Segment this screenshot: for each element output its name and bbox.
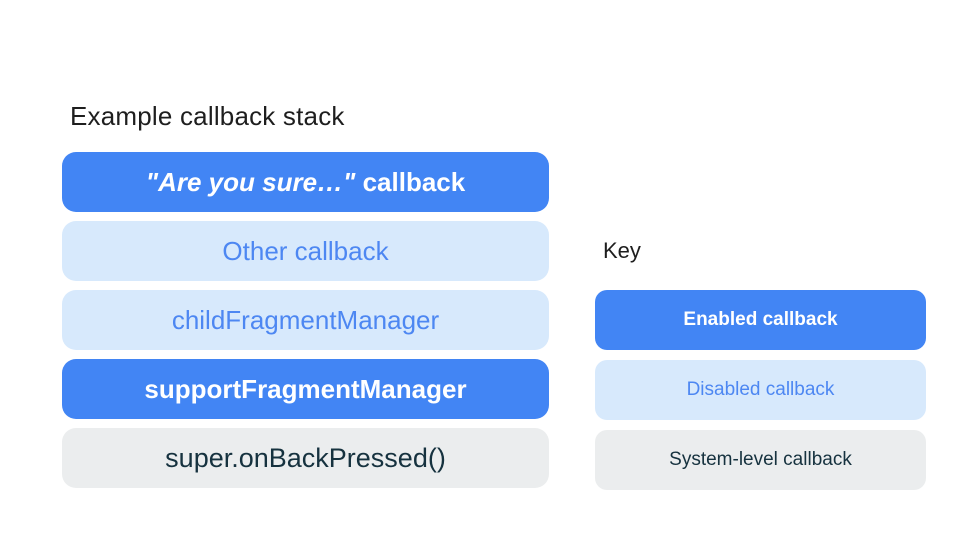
key-item-label: Disabled callback <box>686 379 835 400</box>
stack-item-label: super.onBackPressed() <box>165 442 446 473</box>
key-item-system-level-callback: System-level callback <box>595 430 926 490</box>
key-item-enabled-callback: Enabled callback <box>595 290 926 350</box>
stack-item-support-fragment-manager: supportFragmentManager <box>62 359 549 419</box>
stack-item-label-quoted: "Are you sure…" <box>145 166 356 197</box>
stack-item-label: supportFragmentManager <box>144 373 467 404</box>
key-item-disabled-callback: Disabled callback <box>595 360 926 420</box>
stack-item-label: childFragmentManager <box>171 304 440 335</box>
stack-item-are-you-sure-callback: "Are you sure…" callback <box>62 152 549 212</box>
stack-title: Example callback stack <box>70 101 345 131</box>
stack-item-child-fragment-manager: childFragmentManager <box>62 290 549 350</box>
key-title: Key <box>603 238 641 263</box>
stack-item-other-callback: Other callback <box>62 221 549 281</box>
key-legend: Enabled callback Disabled callback Syste… <box>595 290 926 490</box>
stack-item-label: Other callback <box>222 235 389 266</box>
stack-item-super-on-back-pressed: super.onBackPressed() <box>62 428 549 488</box>
stack-item-label: callback <box>355 166 466 197</box>
key-item-label: System-level callback <box>669 449 852 470</box>
key-item-label: Enabled callback <box>683 309 838 330</box>
callback-stack: "Are you sure…" callback Other callback … <box>62 152 549 488</box>
